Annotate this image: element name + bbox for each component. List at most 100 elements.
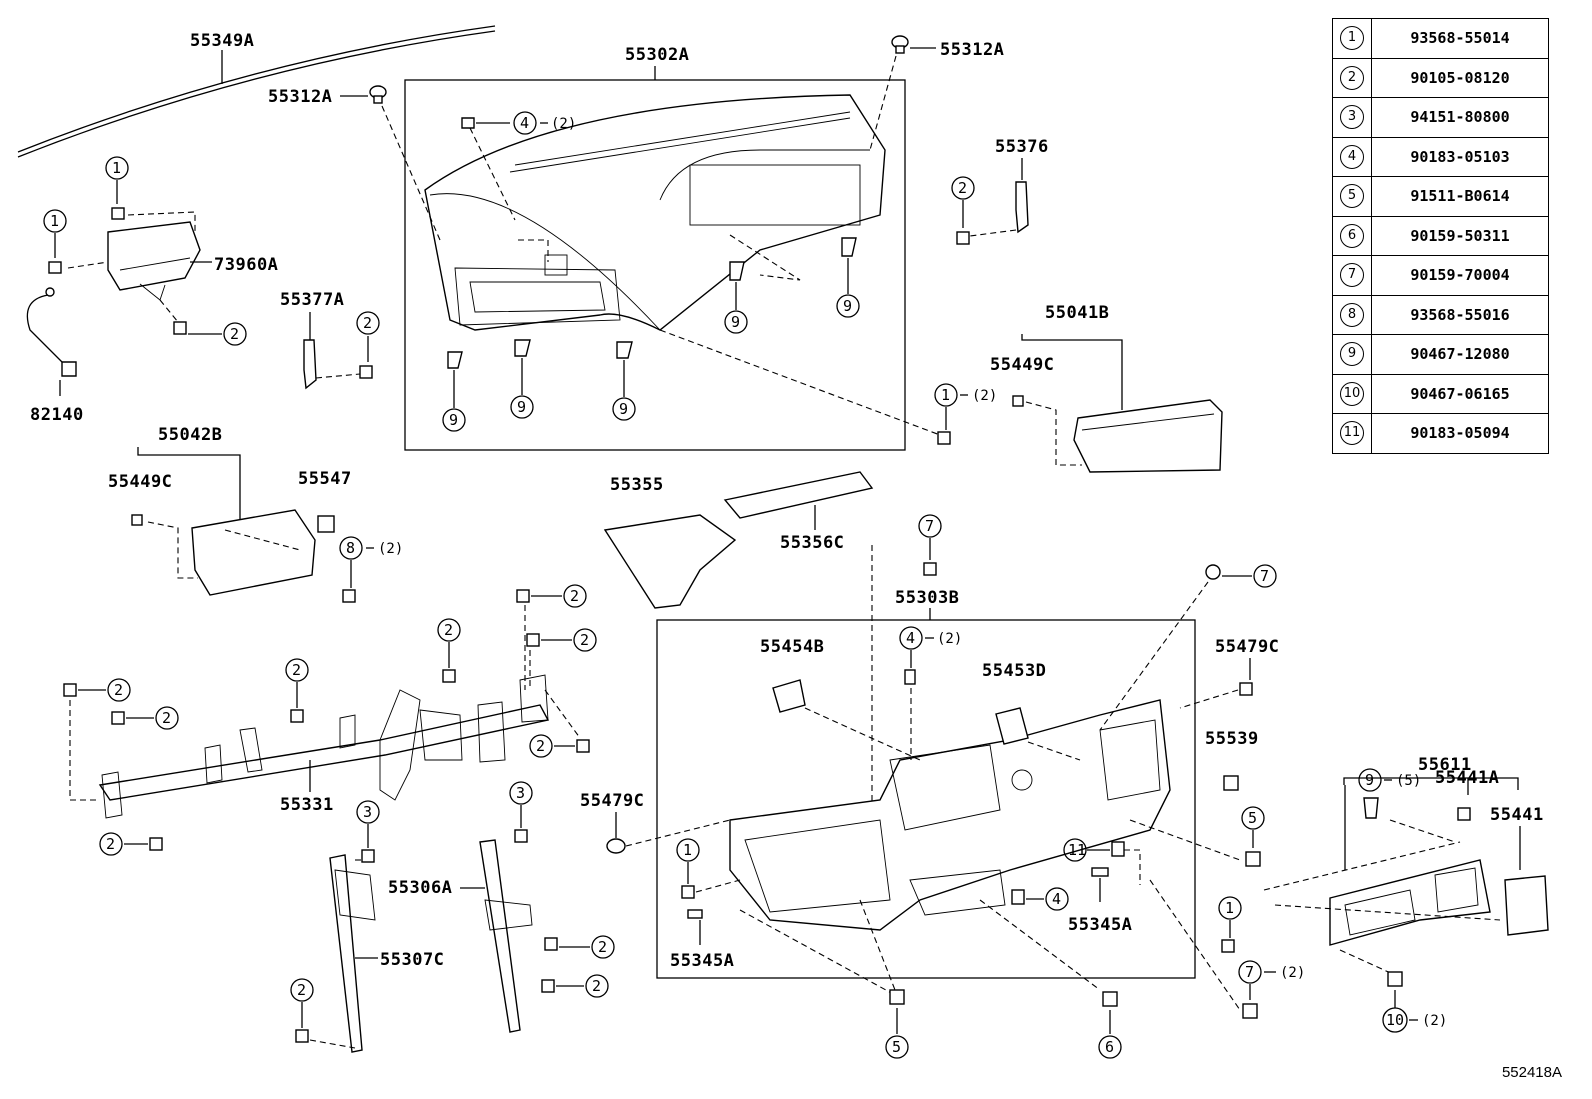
label-55441A: 55441A	[1435, 768, 1499, 788]
svg-text:9: 9	[731, 313, 740, 331]
part-55547	[317, 515, 335, 533]
legend-ref: 11	[1340, 421, 1364, 446]
svg-text:1: 1	[1225, 899, 1234, 917]
grommet-55479C-right	[1239, 682, 1253, 696]
qty-7-right: (2)	[1280, 965, 1305, 981]
qty-4-top: (2)	[551, 116, 576, 132]
legend-part-number: 90467-12080	[1371, 334, 1549, 375]
label-55441: 55441	[1490, 805, 1544, 825]
legend-ref: 5	[1340, 184, 1364, 209]
qty-10: (2)	[1422, 1013, 1447, 1029]
legend-part-number: 90159-70004	[1371, 255, 1549, 296]
svg-text:7: 7	[1260, 567, 1269, 585]
callout-5-right: 5	[1241, 806, 1265, 867]
callout-7-top: 7	[871, 514, 942, 810]
bolts-beam: 2 2 2 2 2 2 2 2	[63, 584, 597, 856]
svg-text:9: 9	[517, 398, 526, 416]
svg-text:2: 2	[363, 314, 372, 332]
callout-4-top: 4	[461, 111, 548, 135]
label-55611: 55611	[1418, 755, 1472, 775]
label-55355: 55355	[610, 475, 664, 495]
legend-ref: 9	[1340, 342, 1364, 367]
svg-text:2: 2	[592, 977, 601, 995]
panel-55041B	[1012, 334, 1223, 473]
legend-ref: 10	[1340, 381, 1364, 406]
part-55441	[1504, 875, 1549, 936]
part-55454B	[772, 679, 806, 713]
label-55547: 55547	[298, 469, 352, 489]
legend-part-number: 90105-08120	[1371, 57, 1549, 98]
label-55345A-left: 55345A	[670, 951, 734, 971]
svg-text:2: 2	[162, 709, 171, 727]
nut-55345A-right	[1091, 867, 1109, 877]
legend-row: 5 91511-B0614	[1332, 176, 1549, 217]
callout-3-right: 3	[509, 781, 533, 843]
nut-55345A-left	[687, 909, 703, 919]
svg-text:2: 2	[536, 737, 545, 755]
svg-text:7: 7	[1245, 963, 1254, 981]
svg-text:4: 4	[906, 629, 915, 647]
legend-ref: 6	[1340, 223, 1364, 248]
svg-text:4: 4	[520, 114, 529, 132]
callout-10: 10	[1382, 971, 1418, 1033]
callout-4-lower: 4	[1011, 887, 1069, 911]
callout-2-brace-left: 2	[290, 978, 356, 1049]
legend-ref: 4	[1340, 144, 1364, 169]
bracket-55376: 2	[951, 158, 1029, 245]
part-55539	[1223, 775, 1239, 791]
svg-text:2: 2	[230, 325, 239, 343]
svg-text:2: 2	[444, 621, 453, 639]
legend-row: 1 93568-55014	[1332, 18, 1549, 59]
brace-55306A	[479, 839, 533, 1033]
label-55303B: 55303B	[895, 588, 959, 608]
label-55539: 55539	[1205, 729, 1259, 749]
legend-part-number: 91511-B0614	[1371, 176, 1549, 217]
label-55349A: 55349A	[190, 31, 254, 51]
qty-1-mid: (2)	[972, 388, 997, 404]
glove-box	[1263, 819, 1501, 976]
lower-panel-box	[656, 619, 1196, 979]
svg-text:1: 1	[941, 386, 950, 404]
legend-part-number: 90183-05103	[1371, 136, 1549, 177]
qty-9-box: (5)	[1396, 773, 1421, 789]
brace-55307C	[329, 854, 376, 1053]
label-55345A-right: 55345A	[1068, 915, 1132, 935]
wire-harness	[26, 287, 77, 396]
svg-text:2: 2	[297, 981, 306, 999]
legend-part-number: 93568-55016	[1371, 294, 1549, 335]
label-55376: 55376	[995, 137, 1049, 157]
callout-5-bottom: 5	[885, 989, 909, 1059]
label-55312A-left: 55312A	[268, 87, 332, 107]
bracket-55377A: 2	[303, 311, 380, 390]
callout-1-lowerright: 1	[1218, 896, 1242, 953]
part-55441A	[1457, 807, 1471, 821]
svg-text:1: 1	[112, 159, 121, 177]
qty-8: (2)	[378, 541, 403, 557]
svg-text:1: 1	[683, 841, 692, 859]
svg-text:4: 4	[1052, 890, 1061, 908]
label-55306A: 55306A	[388, 878, 452, 898]
legend-part-number: 90467-06165	[1371, 373, 1549, 414]
legend-row: 2 90105-08120	[1332, 57, 1549, 98]
pad-55355	[603, 514, 737, 609]
legend-ref: 1	[1340, 26, 1364, 51]
svg-text:9: 9	[619, 400, 628, 418]
clips-9-panel: 9 9 9 9 9	[442, 237, 860, 432]
svg-text:9: 9	[1365, 771, 1374, 789]
bolts-airbag: 1 1 2	[43, 156, 247, 346]
label-55307C: 55307C	[380, 950, 444, 970]
instrument-panel	[424, 94, 886, 331]
svg-text:9: 9	[449, 411, 458, 429]
callout-8: 8	[339, 536, 374, 603]
legend-ref: 7	[1340, 263, 1364, 288]
legend-part-number: 93568-55014	[1371, 18, 1549, 59]
legend-ref: 2	[1340, 65, 1364, 90]
label-55312A-right: 55312A	[940, 40, 1004, 60]
clip-55312A-right	[869, 35, 936, 151]
legend-row: 10 90467-06165	[1332, 373, 1549, 414]
label-55454B: 55454B	[760, 637, 824, 657]
